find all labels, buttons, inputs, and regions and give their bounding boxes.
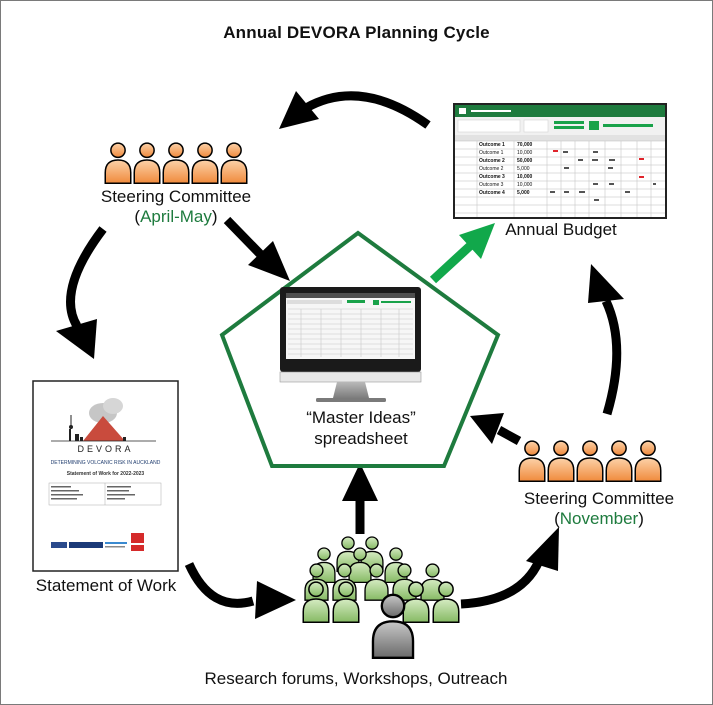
arrow-november-to-master-head [470, 413, 504, 444]
statement-of-work-label: Statement of Work [35, 576, 177, 595]
research-label: Research forums, Workshops, Outreach [204, 669, 508, 688]
arrow-statement-to-research [184, 562, 255, 608]
paren-close: ) [211, 207, 218, 226]
doc-heading: Statement of Work for 2022-2023 [66, 471, 145, 477]
arrow-steering-to-master [223, 216, 267, 261]
master-ideas-line1: “Master Ideas” [306, 408, 416, 427]
budget-row-value: 5,000 [517, 166, 530, 172]
arrow-statement-to-research-head [255, 581, 296, 619]
arrow-november-to-budget [601, 299, 622, 416]
paren-close: ) [638, 509, 644, 528]
budget-row-name: Outcome 4 [479, 190, 505, 196]
arrow-budget-to-steering-head [279, 91, 319, 129]
steering-april-period: April-May [140, 207, 212, 226]
research-crowd-people [302, 536, 460, 659]
green-arrow [429, 223, 495, 284]
budget-row-name: Outcome 2 [479, 166, 504, 172]
budget-row-value: 70,000 [517, 142, 533, 148]
arrow-research-to-november [460, 558, 544, 609]
budget-row-name: Outcome 1 [479, 150, 504, 156]
doc-subtitle: DETERMINING VOLCANIC RISK IN AUCKLAND [50, 460, 161, 466]
master-ideas-line2: spreadsheet [314, 429, 408, 448]
arrow-research-to-master-head [342, 463, 378, 501]
arrow-research-to-november-head [526, 527, 559, 571]
arrow-budget-to-steering [303, 91, 431, 129]
page-title: Annual DEVORA Planning Cycle [223, 23, 490, 42]
master-ideas-label: “Master Ideas” spreadsheet [271, 407, 451, 449]
steering-november-period: November [559, 509, 639, 528]
paren-open: ( [554, 509, 560, 528]
budget-spreadsheet-image [453, 103, 667, 219]
steering-november-label: Steering Committee (November) [499, 489, 699, 529]
cycle-arrows [56, 91, 624, 619]
arrow-steering-to-statement-head [56, 319, 97, 359]
arrow-november-to-budget-head [588, 264, 624, 303]
steering-committee-april-people [104, 142, 248, 184]
arrow-november-to-master [496, 426, 522, 445]
budget-row-value: 10,000 [517, 174, 533, 180]
steering-committee-november-people [518, 440, 662, 482]
steering-november-name: Steering Committee [523, 489, 675, 508]
steering-april-name: Steering Committee [100, 187, 252, 206]
budget-row-name: Outcome 2 [479, 158, 505, 164]
budget-row-name: Outcome 3 [479, 182, 504, 188]
arrow-steering-to-master-head [248, 241, 290, 281]
annual-budget-label: Annual Budget [505, 220, 617, 239]
steering-april-label: Steering Committee (April-May) [76, 187, 276, 227]
arrow-steering-to-statement [66, 226, 107, 329]
doc-logo-text: DEVORA [77, 444, 134, 454]
budget-row-value: 10,000 [517, 182, 533, 188]
budget-row-name: Outcome 3 [479, 174, 505, 180]
steering-november-period-line: (November) [499, 509, 699, 529]
budget-row-value: 10,000 [517, 150, 533, 156]
monitor-icon [279, 287, 422, 402]
steering-april-period-line: (April-May) [76, 207, 276, 227]
statement-document-image [32, 380, 179, 572]
budget-row-name: Outcome 1 [479, 142, 505, 148]
budget-row-value: 50,000 [517, 158, 533, 164]
budget-row-value: 5,000 [517, 190, 530, 196]
paren-open: ( [134, 207, 141, 226]
